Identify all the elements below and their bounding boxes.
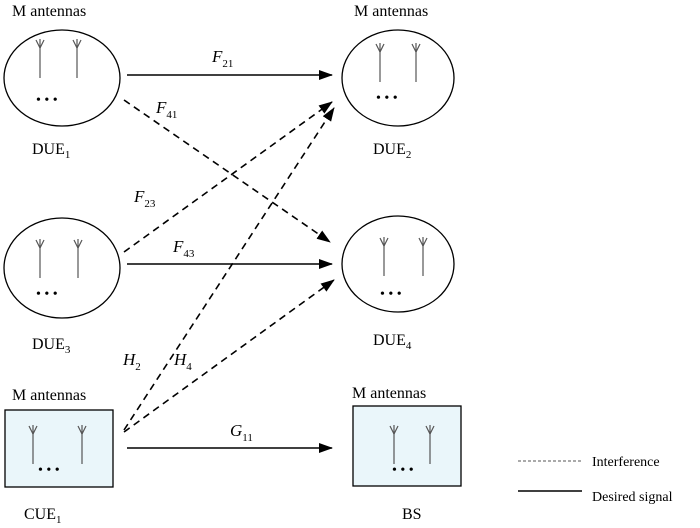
bs-top-label: M antennas (352, 385, 426, 402)
legend-interference-label: Interference (592, 455, 660, 470)
link-h2 (123, 107, 335, 431)
label-f21: F21 (211, 47, 233, 70)
due2-node: M antennas • • • DUE2 (341, 3, 455, 161)
due4-label: DUE4 (373, 332, 412, 352)
cue1-node: M antennas • • • CUE1 (4, 387, 114, 526)
label-f23: F23 (133, 187, 156, 210)
due2-label: DUE2 (373, 141, 411, 161)
label-g11: G11 (230, 421, 253, 444)
bs-dots: • • • (392, 463, 414, 478)
legend-desired-label: Desired signal (592, 490, 673, 505)
due3-label: DUE3 (32, 336, 71, 356)
due1-node: M antennas • • • DUE1 (3, 3, 121, 161)
cue1-dots: • • • (38, 463, 60, 478)
link-f41 (123, 99, 331, 243)
bs-box (352, 405, 462, 487)
cue1-box (4, 409, 114, 488)
due3-node: • • • DUE3 (3, 217, 121, 356)
label-f43: F43 (172, 237, 195, 260)
label-f41: F41 (155, 98, 177, 121)
due2-dots: • • • (376, 91, 398, 106)
label-h4: H4 (173, 350, 192, 373)
due3-circle (3, 217, 121, 319)
cue1-top-label: M antennas (12, 387, 86, 404)
link-h4 (123, 279, 335, 433)
due4-dots: • • • (380, 287, 402, 302)
due4-node: • • • DUE4 (341, 215, 455, 352)
due2-top-label: M antennas (354, 3, 428, 20)
due1-label: DUE1 (32, 141, 70, 161)
bs-label: BS (402, 506, 422, 523)
legend: Interference Desired signal (518, 455, 673, 505)
due3-dots: • • • (36, 287, 58, 302)
bs-node: M antennas • • • BS (352, 385, 462, 523)
label-h2: H2 (122, 350, 141, 373)
cue1-label: CUE1 (24, 506, 62, 526)
due1-dots: • • • (36, 93, 58, 108)
due1-top-label: M antennas (12, 3, 86, 20)
link-f23 (123, 101, 333, 253)
due2-circle (341, 29, 455, 127)
due1-circle (3, 29, 121, 127)
